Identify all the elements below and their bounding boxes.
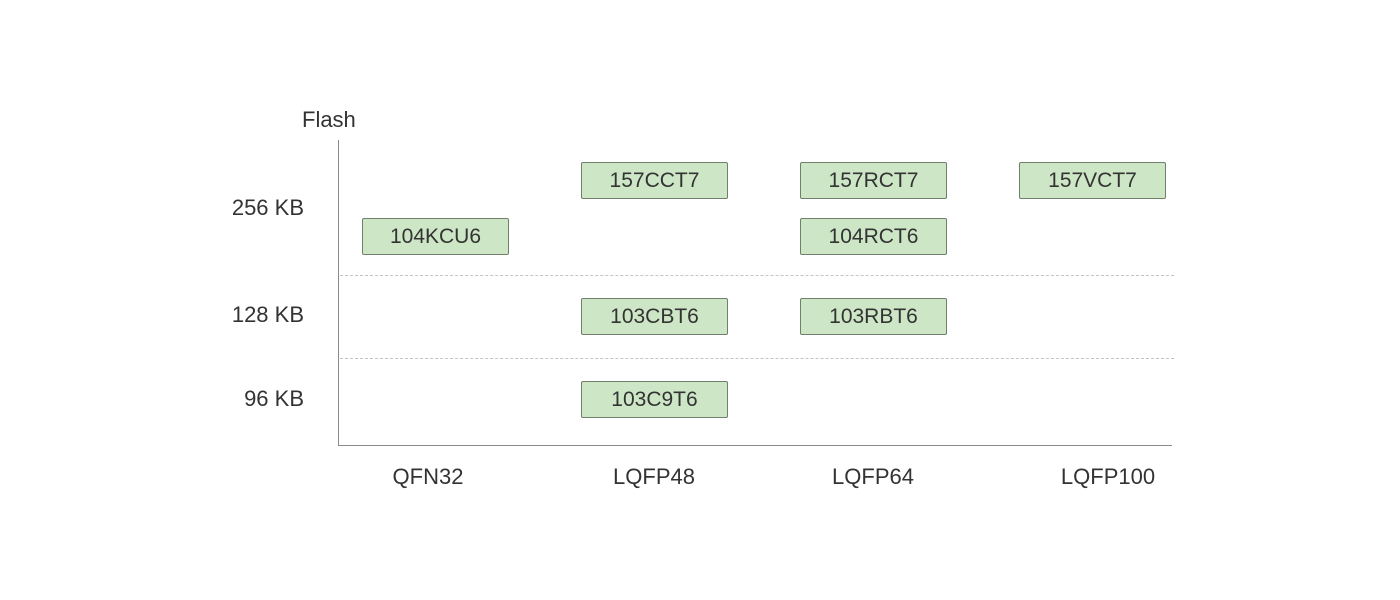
chip-104rct6: 104RCT6 — [800, 218, 947, 255]
x-label-lqfp48: LQFP48 — [613, 464, 695, 489]
chip-103cbt6: 103CBT6 — [581, 298, 728, 335]
chip-157cct7: 157CCT7 — [581, 162, 728, 199]
x-label-qfn32: QFN32 — [392, 464, 464, 489]
chip-104kcu6: 104KCU6 — [362, 218, 509, 255]
y-label-96kb: 96 KB — [244, 386, 304, 411]
chip-157rct7: 157RCT7 — [800, 162, 947, 199]
y-label-128kb: 128 KB — [231, 302, 304, 327]
x-label-lqfp64: LQFP64 — [832, 464, 914, 489]
chip-103rbt6: 103RBT6 — [800, 298, 947, 335]
x-axis-line — [338, 445, 1172, 446]
chip-103c9t6: 103C9T6 — [581, 381, 728, 418]
chip-157vct7: 157VCT7 — [1019, 162, 1166, 199]
y-axis-title: Flash — [302, 107, 356, 132]
band-divider-128-96 — [340, 358, 1174, 359]
x-label-lqfp100: LQFP100 — [1060, 464, 1156, 489]
y-axis-line — [338, 140, 339, 446]
band-divider-256-128 — [340, 275, 1174, 276]
y-label-256kb: 256 KB — [231, 195, 304, 220]
